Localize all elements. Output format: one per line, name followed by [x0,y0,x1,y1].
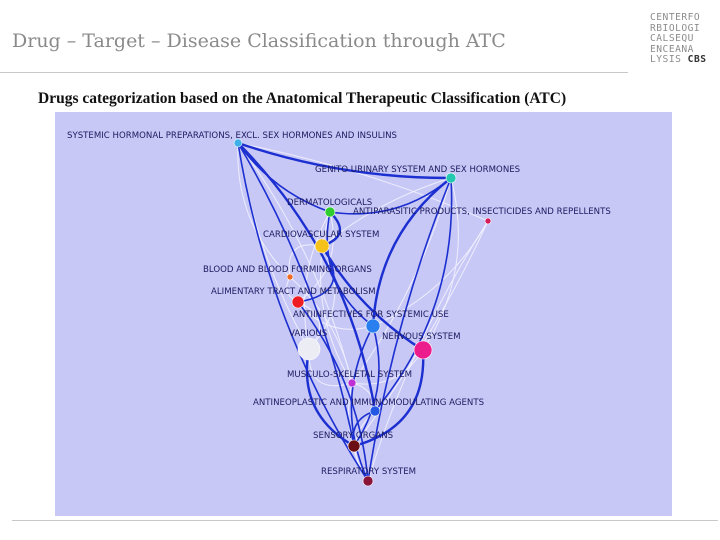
edge-antipara-sensory [353,220,489,447]
edge-systemic-musculo [237,142,353,384]
node-various [297,337,321,361]
label-systemic: SYSTEMIC HORMONAL PREPARATIONS, EXCL. SE… [67,131,397,141]
atc-network-svg: SYSTEMIC HORMONAL PREPARATIONS, EXCL. SE… [67,131,611,487]
node-derm [324,206,336,218]
atc-network-diagram: SYSTEMIC HORMONAL PREPARATIONS, EXCL. SE… [55,112,672,516]
label-antiinf: ANTIINFECTIVES FOR SYSTEMIC USE [293,310,449,320]
edge-genito-cardio [321,177,452,247]
edge-derm-various [304,211,331,350]
label-musculo: MUSCULO-SKELETAL SYSTEM [287,370,412,380]
label-genito: GENITO URINARY SYSTEM AND SEX HORMONES [315,165,520,175]
labels: SYSTEMIC HORMONAL PREPARATIONS, EXCL. SE… [67,131,611,477]
edge-systemic-blood [237,142,291,278]
node-sensory [347,439,361,453]
label-cardio: CARDIOVASCULAR SYSTEM [263,230,379,240]
node-antipara [484,217,492,225]
edge-antiinf-sensory [353,325,380,447]
label-resp: RESPIRATORY SYSTEM [321,467,416,477]
node-systemic [233,138,243,148]
strong-edges [237,141,453,482]
logo-line: CENTERFO [650,12,701,23]
edge-systemic-derm [237,142,331,213]
node-musculo [347,378,357,388]
cbs-logo: CENTERFO RBIOLOGI CALSEQU ENCEANA LYSIS … [650,12,712,66]
node-genito [445,172,457,184]
logo-line-last: LYSIS CBS [650,55,712,66]
logo-line: LYSIS [650,54,682,66]
edge-genito-antineo [374,177,453,412]
label-nervous: NERVOUS SYSTEM [382,332,461,342]
label-various: VARIOUS [289,329,327,339]
label-antineo: ANTINEOPLASTIC AND IMMUNOMODULATING AGEN… [253,398,484,408]
title-divider [0,72,628,73]
edge-cardio-various [308,245,336,350]
label-alimentary: ALIMENTARY TRACT AND METABOLISM [211,287,376,297]
edge-nervous-sensory [353,349,425,448]
label-sensory: SENSORY ORGANS [313,431,393,441]
slide-title: Drug – Target – Disease Classification t… [12,30,506,52]
slide-subtitle: Drugs categorization based on the Anatom… [38,90,567,107]
edge-alimentary-resp [297,301,369,482]
edge-cardio-nervous [320,245,424,352]
edge-systemic-sensory [237,142,355,447]
node-cardio [314,238,330,254]
logo-line: ENCEANA [650,43,694,55]
edge-derm-musculo [320,211,353,384]
label-antipara: ANTIPARASITIC PRODUCTS, INSECTICIDES AND… [353,207,611,217]
node-alimentary [291,295,305,309]
logo-line: RBIOLOGI [650,22,701,34]
node-antineo [369,405,381,417]
node-resp [362,475,374,487]
edge-genito-musculo [351,177,452,384]
edge-blood-musculo [289,276,353,384]
node-antiinf [365,318,381,334]
nodes [233,138,492,487]
label-blood: BLOOD AND BLOOD FORMING ORGANS [203,265,372,275]
edge-genito-resp [367,177,452,482]
edge-various-sensory [305,348,355,448]
edge-systemic-genito [237,141,452,180]
logo-cbs: CBS [687,54,707,66]
label-derm: DERMATOLOGICALS [287,198,372,208]
bottom-divider [12,520,718,521]
edge-genito-antiinf [371,177,452,327]
node-blood [286,273,294,281]
logo-line: CALSEQU [650,33,694,45]
edge-antipara-antiinf [372,220,489,327]
node-nervous [413,340,433,360]
